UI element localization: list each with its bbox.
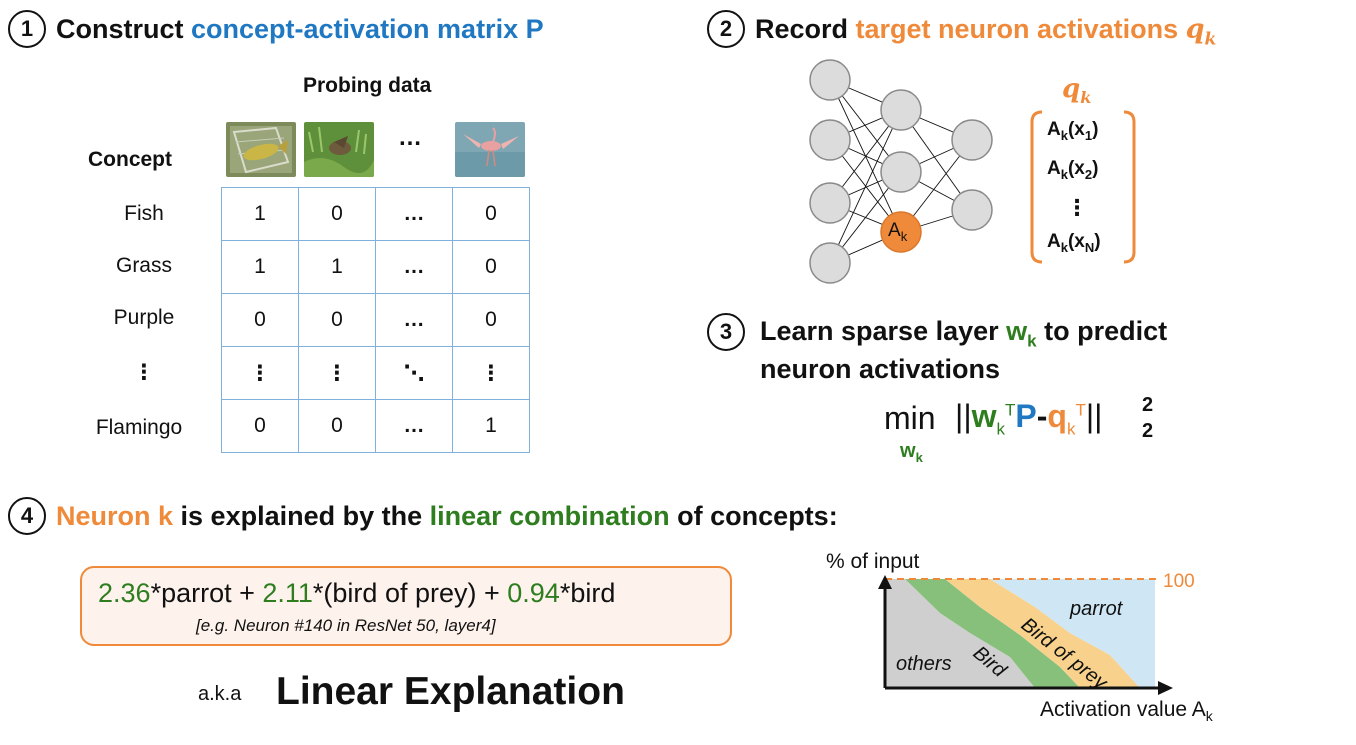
matrix-cell: … [375, 187, 453, 241]
explanation-formula: 2.36*parrot + 2.11*(bird of prey) + 0.94… [98, 578, 616, 608]
matrix-cell: ⋮ [221, 346, 299, 400]
aka-label: a.k.a [198, 683, 242, 705]
probing-data-label: Probing data [303, 74, 432, 97]
target-neuron [880, 211, 922, 253]
matrix-row: 1 1 … 0 [221, 240, 530, 294]
fish-image [226, 122, 296, 177]
chart-ylabel: % of input [826, 550, 920, 573]
target-neuron-label: Ak [888, 220, 907, 244]
matrix-cell: 0 [452, 187, 530, 241]
series-label-others: others [896, 653, 952, 675]
network-node [880, 151, 922, 193]
objective-power: 2 [1142, 394, 1154, 416]
step4-highlight-linear: linear combination [429, 501, 670, 531]
matrix-cell: 0 [452, 240, 530, 294]
network-node [809, 119, 851, 161]
objective-norm: ||wkTP-qkT|| [955, 398, 1103, 439]
qk-entry-n: Ak(xN) [1047, 231, 1101, 255]
step1-title: Construct concept-activation matrix P [56, 14, 544, 45]
step3-number: 3 [707, 313, 745, 351]
matrix-cell: … [375, 240, 453, 294]
step3-title-line2: neuron activations [760, 354, 1001, 384]
network-node [880, 89, 922, 131]
concept-label-grass: Grass [115, 254, 172, 277]
step2-title-prefix: Record [755, 14, 856, 44]
step2-title-highlight: target neuron activations [855, 14, 1186, 44]
network-node [951, 189, 993, 231]
series-label-parrot: parrot [1069, 598, 1124, 620]
concept-label-fish: Fish [124, 202, 164, 225]
area-bird [905, 579, 1080, 688]
matrix-row: ⋮ ⋮ ⋱ ⋮ [221, 346, 530, 400]
qk-letter: q [1062, 74, 1081, 104]
matrix-cell: 0 [298, 187, 376, 241]
step2-number: 2 [707, 10, 745, 48]
network-node [809, 242, 851, 284]
neural-network-diagram [809, 59, 993, 284]
flamingo-image [455, 122, 525, 177]
target-neuron-letter: A [888, 220, 901, 241]
y-axis-arrow [878, 575, 892, 589]
chart-ref-line-label: 100 [1163, 571, 1195, 592]
matrix-cell: … [375, 399, 453, 453]
concept-activation-matrix: 1 0 … 0 1 1 … 0 0 0 … 0 ⋮ ⋮ ⋱ ⋮ 0 0 … 1 [221, 187, 530, 453]
matrix-cell: 1 [452, 399, 530, 453]
matrix-cell: 0 [452, 293, 530, 347]
network-node [951, 119, 993, 161]
matrix-cell: 1 [298, 240, 376, 294]
step1-title-prefix: Construct [56, 14, 191, 44]
qk-vdots: ⋮ [1066, 195, 1088, 220]
objective-min-subscript: wk [900, 440, 923, 465]
matrix-cell: ⋮ [298, 346, 376, 400]
step3-title-line1: Learn sparse layer wk to predict [760, 316, 1168, 351]
matrix-cell: ⋮ [452, 346, 530, 400]
step4-number: 4 [8, 497, 46, 535]
matrix-cell: 0 [298, 399, 376, 453]
area-others [885, 579, 1035, 688]
qk-entry-1: Ak(x1) [1047, 119, 1099, 143]
matrix-cell: 1 [221, 240, 299, 294]
step4-title: Neuron k is explained by the linear comb… [56, 501, 838, 531]
linear-explanation-title: Linear Explanation [276, 670, 625, 713]
matrix-cell: 0 [221, 293, 299, 347]
qk-vector-label: qk [1062, 74, 1092, 108]
explanation-formula-box: 2.36*parrot + 2.11*(bird of prey) + 0.94… [80, 566, 732, 646]
grass-image [304, 122, 374, 177]
step2-title: Record target neuron activations qk [755, 14, 1217, 50]
step3-wk: w [1006, 316, 1028, 346]
step2-title-var: q [1185, 14, 1205, 45]
matrix-row: 0 0 … 1 [221, 399, 530, 453]
step4-highlight-neuron: Neuron k [56, 501, 174, 531]
x-axis-arrow [1158, 681, 1173, 695]
probing-ellipsis: … [398, 124, 422, 151]
area-bird-of-prey [945, 579, 1140, 688]
area-parrot [990, 579, 1155, 688]
matrix-row: 1 0 … 0 [221, 187, 530, 241]
matrix-cell: 0 [221, 399, 299, 453]
matrix-cell: 0 [298, 293, 376, 347]
explanation-note: [e.g. Neuron #140 in ResNet 50, layer4] [196, 616, 496, 635]
step1-number: 1 [8, 10, 46, 48]
target-neuron-sub: k [900, 228, 908, 244]
concept-label-flamingo: Flamingo [95, 416, 183, 439]
objective-norm-subscript: 2 [1142, 420, 1154, 442]
objective-min: min [884, 400, 936, 436]
concept-header: Concept [88, 148, 172, 171]
network-node [809, 182, 851, 224]
matrix-cell: 1 [221, 187, 299, 241]
network-node [809, 59, 851, 101]
matrix-cell: … [375, 293, 453, 347]
matrix-cell: ⋱ [375, 346, 453, 400]
matrix-row: 0 0 … 0 [221, 293, 530, 347]
concept-label-purple: Purple [113, 306, 175, 329]
step1-title-highlight: concept-activation matrix P [191, 14, 544, 44]
chart-xlabel: Activation value Ak [1040, 698, 1213, 725]
qk-entry-2: Ak(x2) [1047, 158, 1099, 182]
vector-brackets [1030, 110, 1136, 264]
concept-label-vdots: ⋮ [133, 361, 155, 384]
